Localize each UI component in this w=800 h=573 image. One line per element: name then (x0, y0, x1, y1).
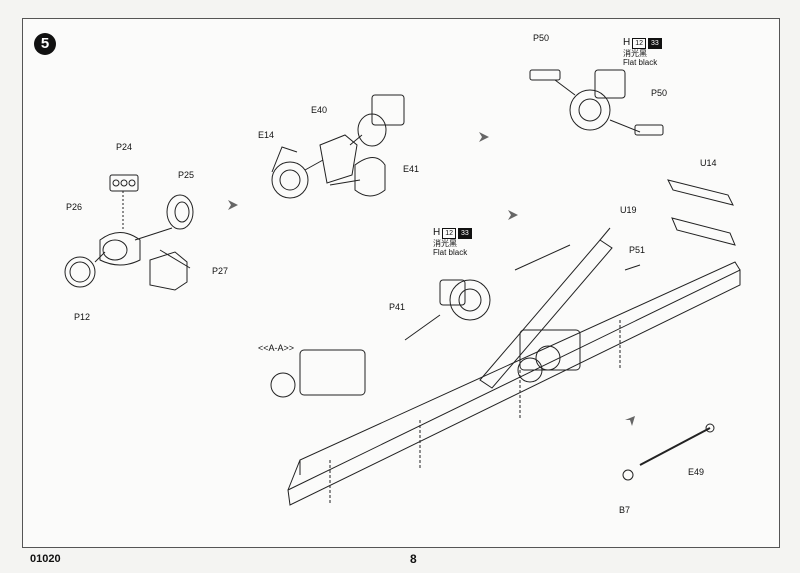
label-E14: E14 (258, 130, 275, 140)
label-P41: P41 (389, 302, 406, 312)
label-P50-right: P50 (651, 88, 668, 98)
sub-assembly-middle (271, 94, 405, 199)
kit-code: 01020 (30, 553, 61, 565)
step-arrow-icon (228, 132, 635, 426)
label-U14: U14 (700, 158, 717, 168)
label-P26: P26 (66, 202, 83, 212)
page-frame (22, 18, 780, 548)
label-E40: E40 (311, 105, 328, 115)
transmission (404, 244, 641, 341)
label-E49: E49 (688, 467, 705, 477)
label-P51: P51 (629, 245, 646, 255)
sub-assembly-right (529, 69, 664, 136)
label-P25: P25 (178, 170, 195, 180)
label-P12: P12 (74, 312, 91, 322)
label-P24: P24 (116, 142, 133, 152)
track-guards (667, 179, 736, 246)
label-P50-top: P50 (533, 33, 550, 43)
label-E41: E41 (403, 164, 420, 174)
sub-assembly-left (64, 174, 194, 291)
label-U19: U19 (620, 205, 637, 215)
label-section-AA: <<A-A>> (258, 343, 295, 353)
page-number: 8 (410, 552, 417, 566)
label-P27: P27 (212, 266, 229, 276)
main-hull (270, 227, 741, 506)
step-number-badge: 5 (34, 33, 56, 55)
drive-shaft (622, 423, 715, 481)
label-B7: B7 (619, 505, 631, 515)
